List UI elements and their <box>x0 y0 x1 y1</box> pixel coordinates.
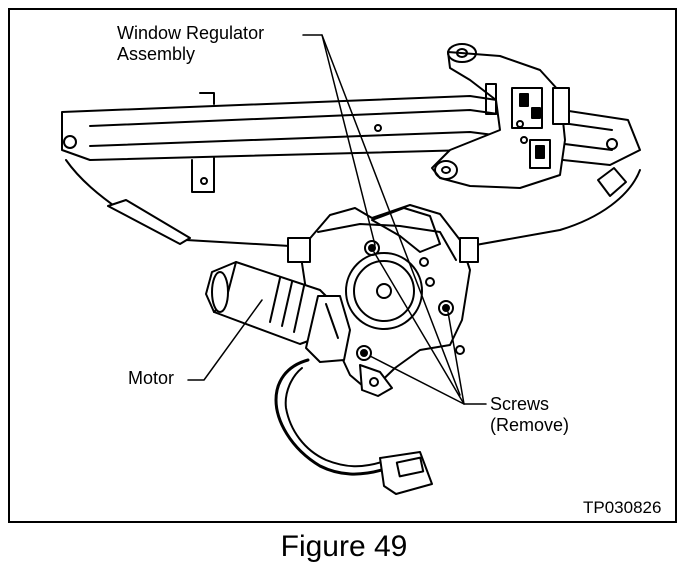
figure-caption: Figure 49 <box>280 530 408 563</box>
wire-harness <box>274 358 433 495</box>
regulator-leader-branch <box>321 34 461 396</box>
screws-leader-3 <box>373 251 465 405</box>
window-regulator-label: Window Regulator Assembly <box>117 23 264 65</box>
motor-leader <box>187 299 263 381</box>
screws-label-line1: Screws <box>490 394 550 414</box>
mounting-bracket <box>431 43 570 189</box>
motor <box>205 261 351 363</box>
leader-lines <box>187 34 487 405</box>
window-regulator-label-line1: Window Regulator <box>117 23 265 43</box>
screws-label-line2: (Remove) <box>490 415 570 435</box>
drive-cable <box>65 159 641 247</box>
screws-label: Screws (Remove) <box>490 394 569 436</box>
motor-label: Motor <box>128 368 175 388</box>
reference-code: TP030826 <box>583 498 662 517</box>
screws-leader-2 <box>447 311 465 405</box>
window-regulator-label-line2: Assembly <box>117 44 196 64</box>
